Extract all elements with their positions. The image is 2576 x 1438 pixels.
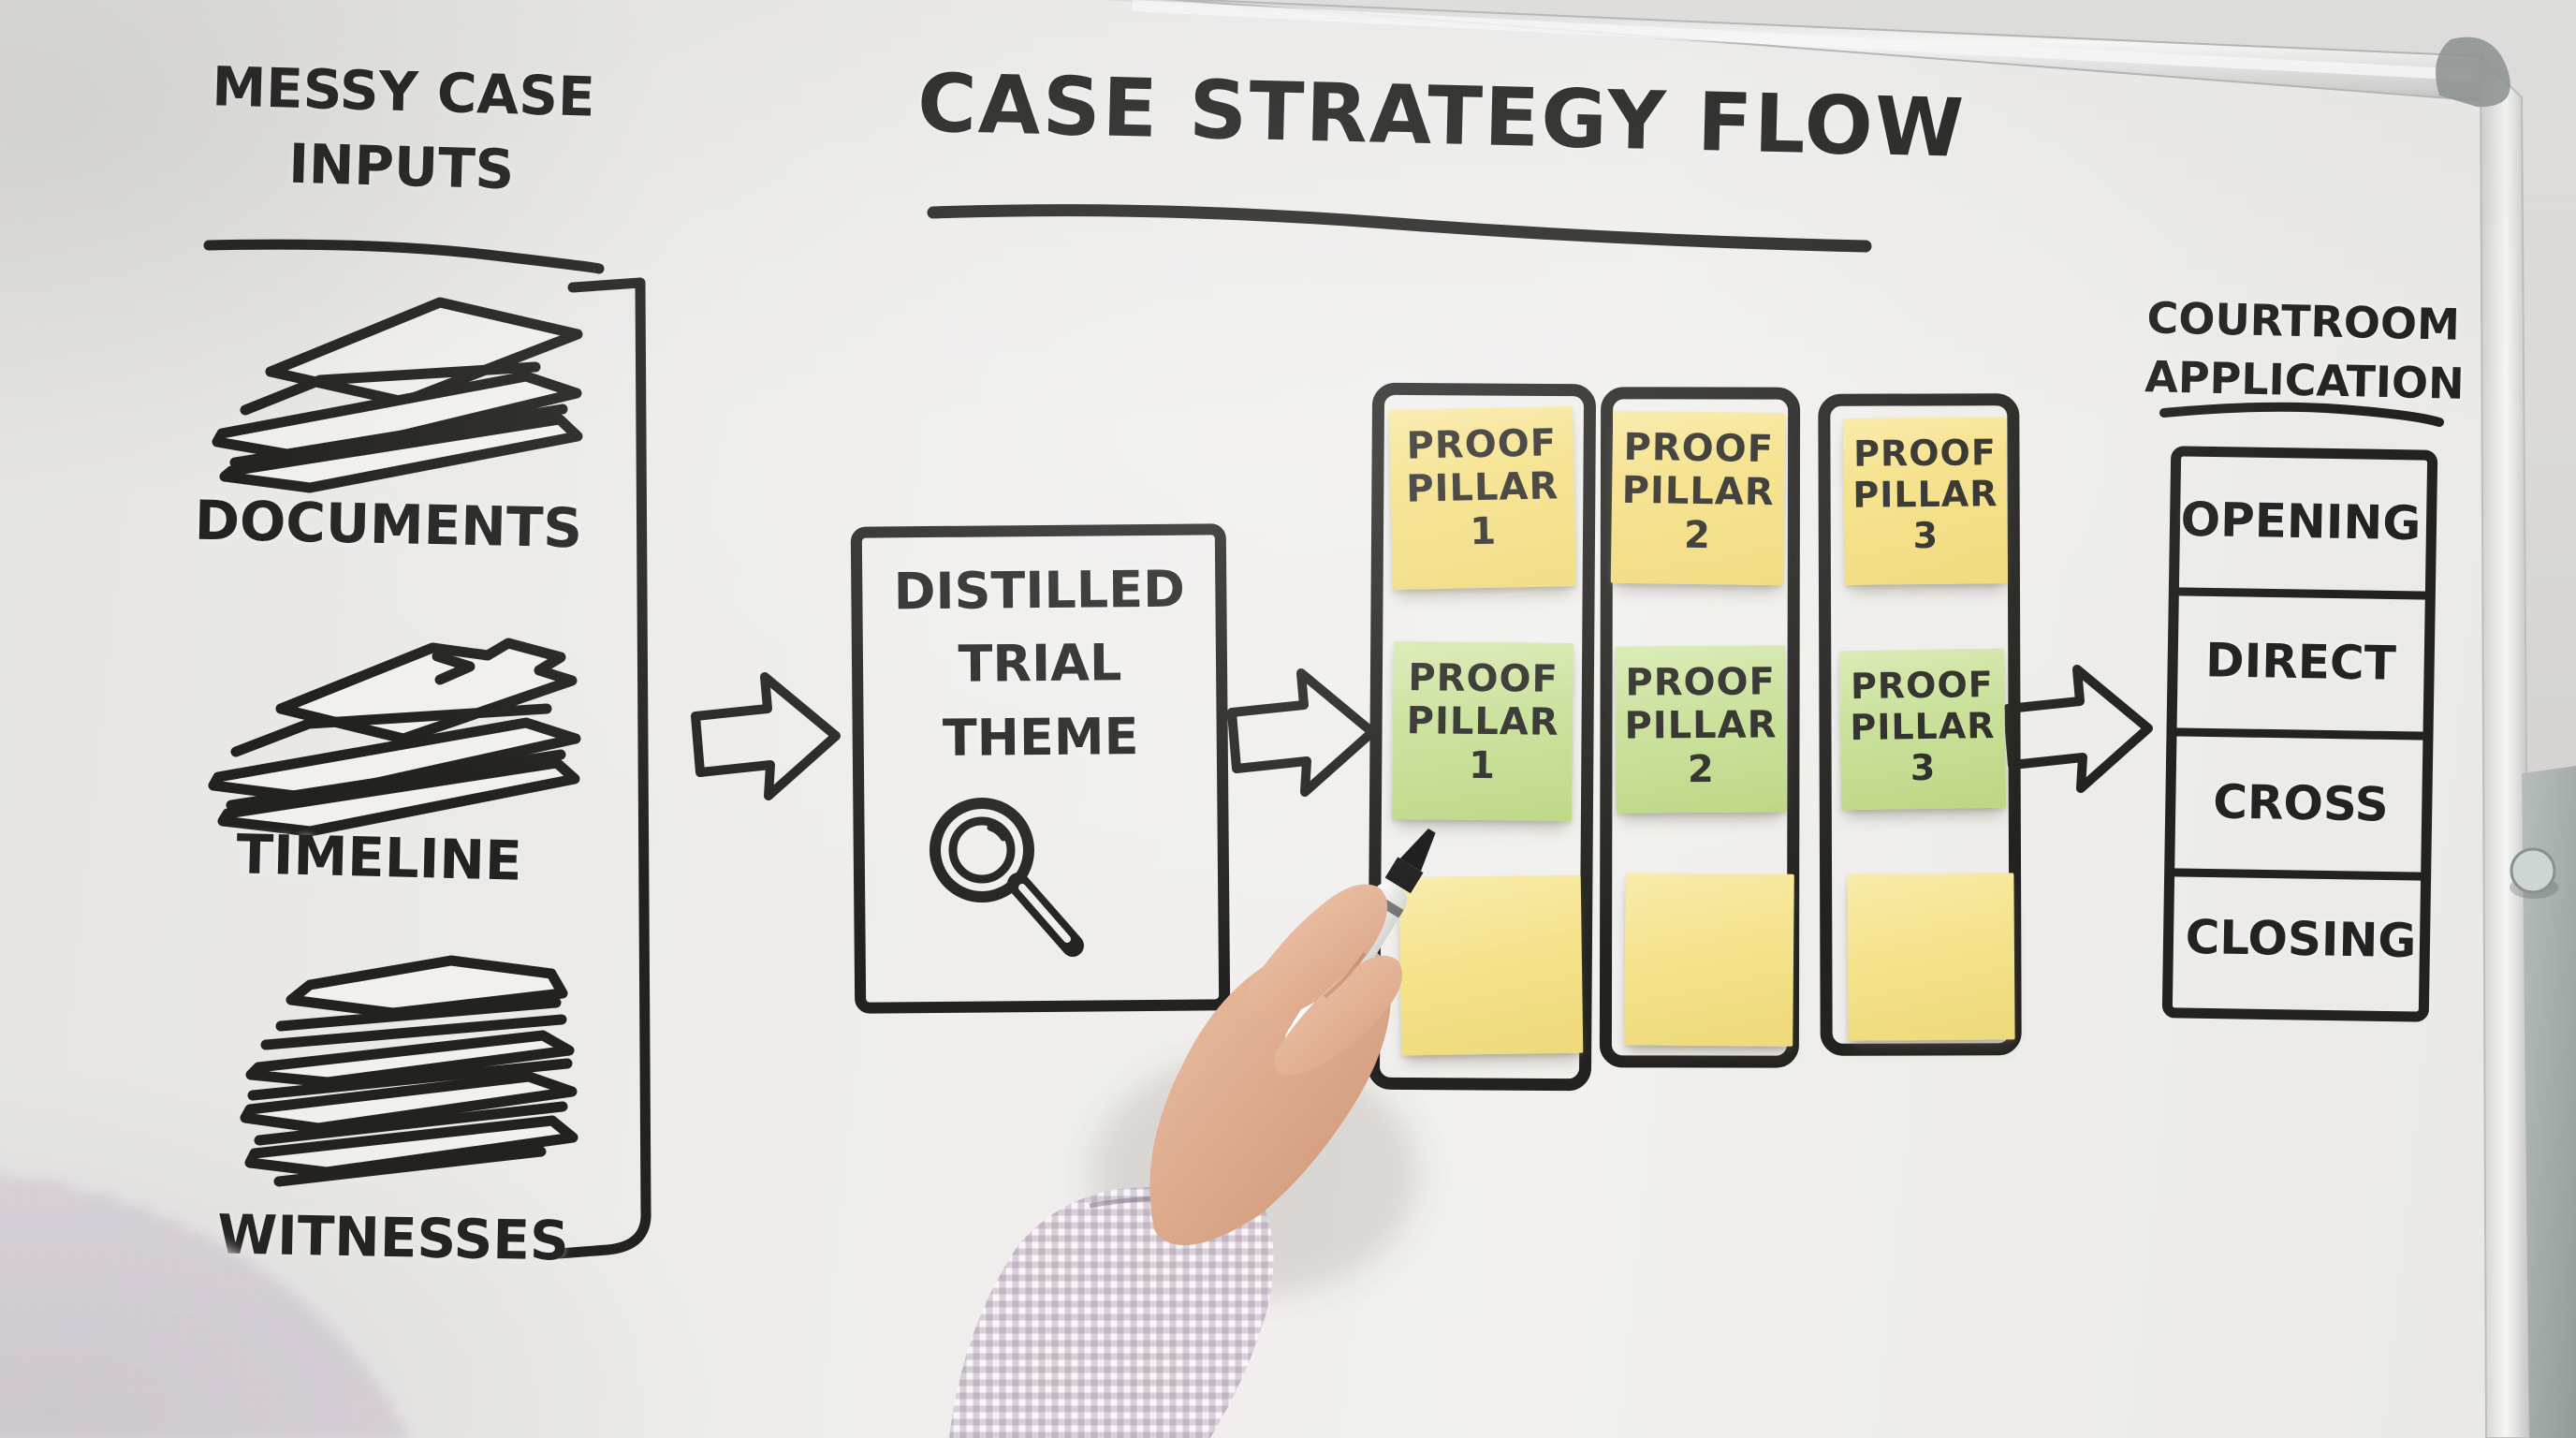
pillar-column-outline-1 <box>1368 382 1596 1092</box>
presenter-hand <box>1149 828 1436 1246</box>
paper-stack-icon <box>208 638 581 837</box>
pillar-column-outline-2 <box>1599 387 1801 1068</box>
presenter-shoulder <box>0 1173 410 1438</box>
title-underline <box>927 204 1872 253</box>
frame-highlight <box>1132 0 2472 81</box>
inputs-underline <box>203 239 605 274</box>
input-bracket <box>553 277 651 1259</box>
whiteboard-frame <box>1132 0 2533 1438</box>
frame-corner-cap <box>2436 37 2510 108</box>
pillar-column-outline-3 <box>1818 393 2022 1056</box>
background-panel <box>2510 766 2576 1438</box>
presenter-arm-sleeve <box>949 1186 1274 1438</box>
index-finger <box>1243 884 1388 1020</box>
application-underline <box>2159 402 2444 427</box>
application-table <box>2161 446 2438 1022</box>
paper-stack-icon <box>240 955 578 1187</box>
panel-knob <box>2510 847 2556 894</box>
theme-box-outline <box>850 523 1231 1014</box>
finger-crease <box>1323 951 1367 999</box>
flow-arrow-3 <box>2003 665 2153 793</box>
thumb <box>1273 955 1403 1076</box>
flow-arrow-1 <box>691 672 841 800</box>
flow-arrow-2 <box>1227 668 1377 797</box>
magnifier-icon <box>929 798 1084 957</box>
paper-stack-icon <box>212 297 583 493</box>
marker-tip <box>1399 828 1436 872</box>
